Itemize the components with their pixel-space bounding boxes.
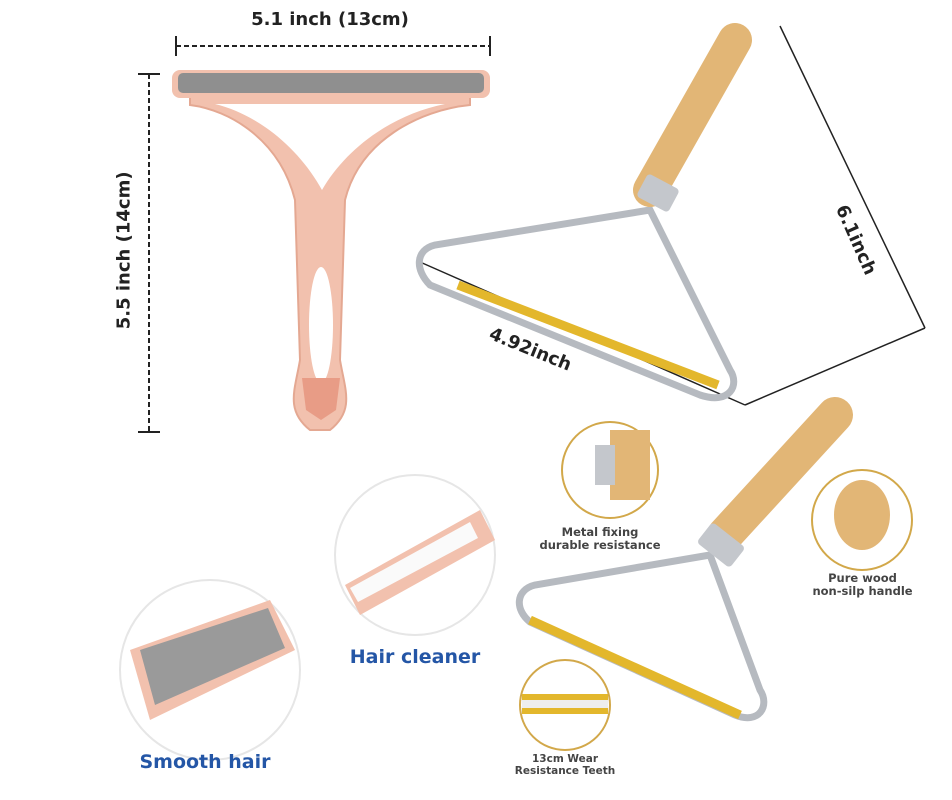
metal-fixing-circle [561, 421, 659, 519]
smooth-hair-circle [119, 579, 301, 761]
hair-cleaner-circle [334, 474, 496, 636]
pink-width-label: 5.1 inch (13cm) [251, 9, 409, 30]
pure-wood-line2: non-silp handle [812, 584, 913, 599]
wood-scraper-bottom [515, 397, 853, 722]
smooth-hair-label: Smooth hair [139, 751, 271, 773]
metal-fixing-line1: Metal fixing [561, 525, 639, 539]
teeth-line2: Resistance Teeth [514, 765, 616, 778]
pink-height-label: 5.5 inch (14cm) [113, 171, 135, 330]
hair-cleaner-label: Hair cleaner [349, 646, 481, 668]
pure-wood-line1: Pure wood [828, 571, 897, 585]
pink-height-dimension [138, 73, 160, 433]
pink-width-dimension [175, 36, 491, 56]
metal-fixing-line2: durable resistance [539, 538, 661, 553]
pure-wood-circle [811, 469, 913, 571]
teeth-line1: 13cm Wear [531, 753, 599, 765]
wood-scraper-top [415, 23, 752, 402]
teeth-circle [519, 659, 611, 751]
pink-lint-remover [172, 70, 490, 431]
